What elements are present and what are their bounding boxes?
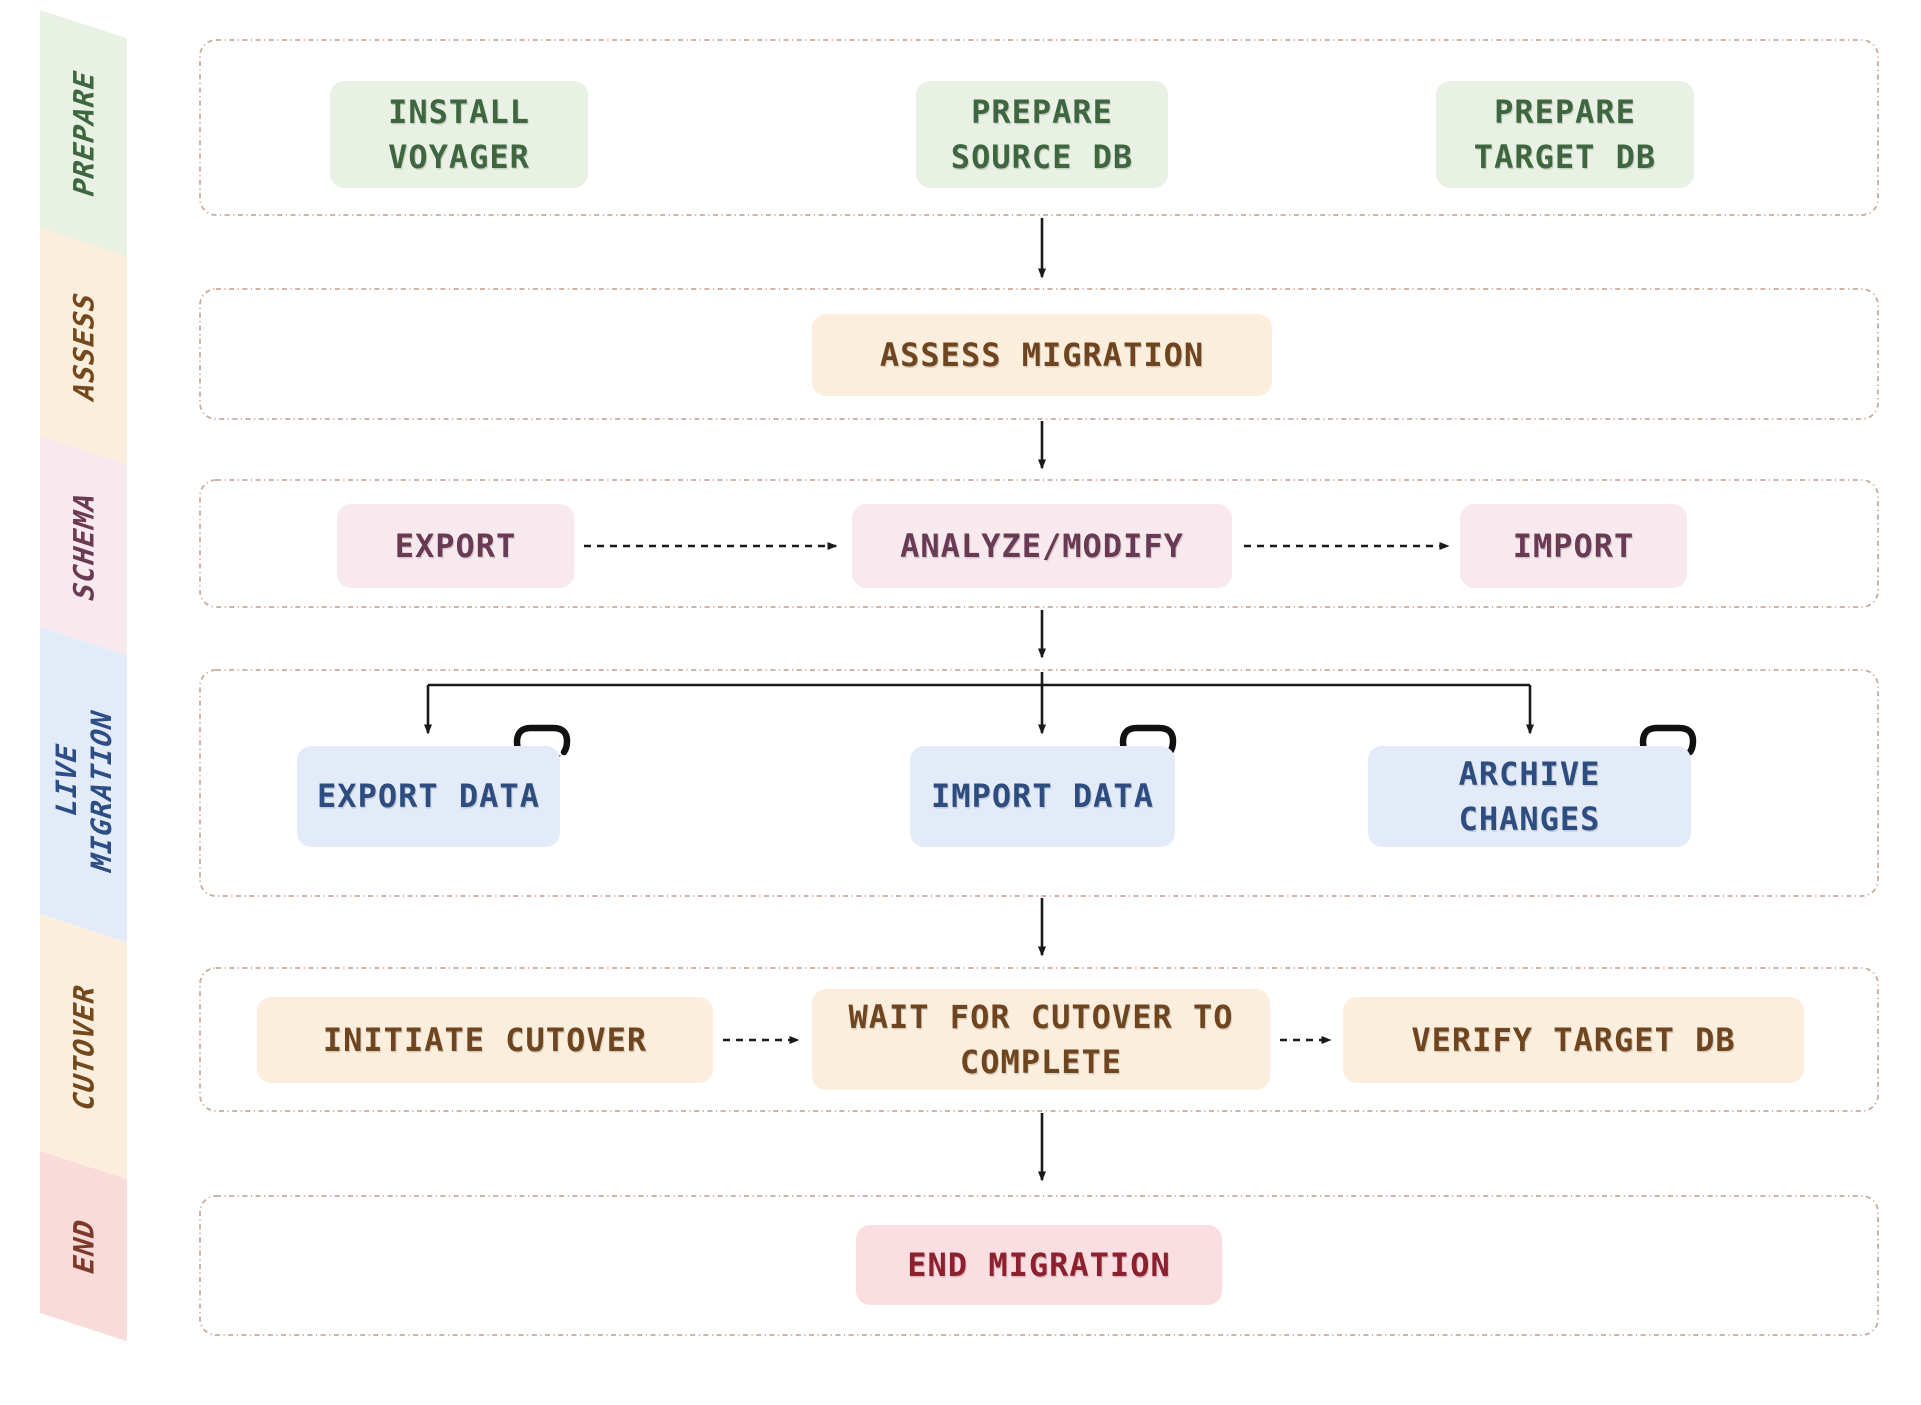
node-prepare-source-db: PREPARE SOURCE DB — [916, 81, 1168, 188]
node-archive-changes: ARCHIVE CHANGES — [1368, 746, 1691, 847]
node-label: IMPORT DATA — [931, 777, 1154, 816]
node-label: WAIT FOR CUTOVER TO COMPLETE — [848, 998, 1234, 1081]
node-wait-for-cutover: WAIT FOR CUTOVER TO COMPLETE — [812, 989, 1270, 1090]
ribbon-segment-end: END — [40, 1151, 127, 1342]
node-assess-migration: ASSESS MIGRATION — [812, 314, 1272, 396]
ribbon-segment-prepare: PREPARE — [40, 10, 127, 257]
ribbon-label-cutover: CUTOVER — [67, 978, 100, 1115]
node-verify-target-db: VERIFY TARGET DB — [1343, 997, 1804, 1083]
node-install-voyager: INSTALL VOYAGER — [330, 81, 588, 188]
node-end-migration: END MIGRATION — [856, 1225, 1222, 1305]
ribbon-segment-cutover: CUTOVER — [40, 914, 127, 1180]
ribbon-label-schema: SCHEMA — [67, 486, 100, 605]
ribbon-label-prepare: PREPARE — [67, 65, 100, 202]
node-label: IMPORT — [1512, 526, 1635, 565]
node-prepare-target-db: PREPARE TARGET DB — [1436, 81, 1694, 188]
node-label: ANALYZE/MODIFY — [900, 526, 1184, 565]
ribbon-segment-schema: SCHEMA — [40, 436, 127, 656]
ribbon-label-end: END — [67, 1213, 100, 1279]
node-analyze-modify: ANALYZE/MODIFY — [852, 504, 1232, 588]
node-import-data: IMPORT DATA — [910, 746, 1175, 847]
node-label: INITIATE CUTOVER — [322, 1020, 648, 1059]
node-label: EXPORT DATA — [317, 777, 540, 816]
ribbon-label-assess: ASSESS — [67, 287, 100, 406]
node-label: PREPARE TARGET DB — [1473, 93, 1657, 176]
ribbon-segment-assess: ASSESS — [40, 228, 127, 465]
node-label: EXPORT — [394, 526, 517, 565]
node-label: VERIFY TARGET DB — [1411, 1020, 1736, 1059]
node-label: ASSESS MIGRATION — [879, 335, 1205, 374]
node-label: PREPARE SOURCE DB — [950, 93, 1134, 176]
node-import-schema: IMPORT — [1460, 504, 1687, 588]
node-label: INSTALL VOYAGER — [388, 93, 530, 176]
node-export-schema: EXPORT — [337, 504, 574, 588]
ribbon-label-live-migration: LIVE MIGRATION — [49, 704, 118, 877]
node-export-data: EXPORT DATA — [297, 746, 560, 847]
ribbon-segment-live-migration: LIVE MIGRATION — [40, 627, 127, 943]
node-initiate-cutover: INITIATE CUTOVER — [257, 997, 713, 1083]
node-label: ARCHIVE CHANGES — [1458, 755, 1601, 838]
stage-ribbon: PREPARE ASSESS SCHEMA LIVE MIGRATION CUT… — [40, 10, 127, 1342]
node-label: END MIGRATION — [907, 1245, 1171, 1284]
